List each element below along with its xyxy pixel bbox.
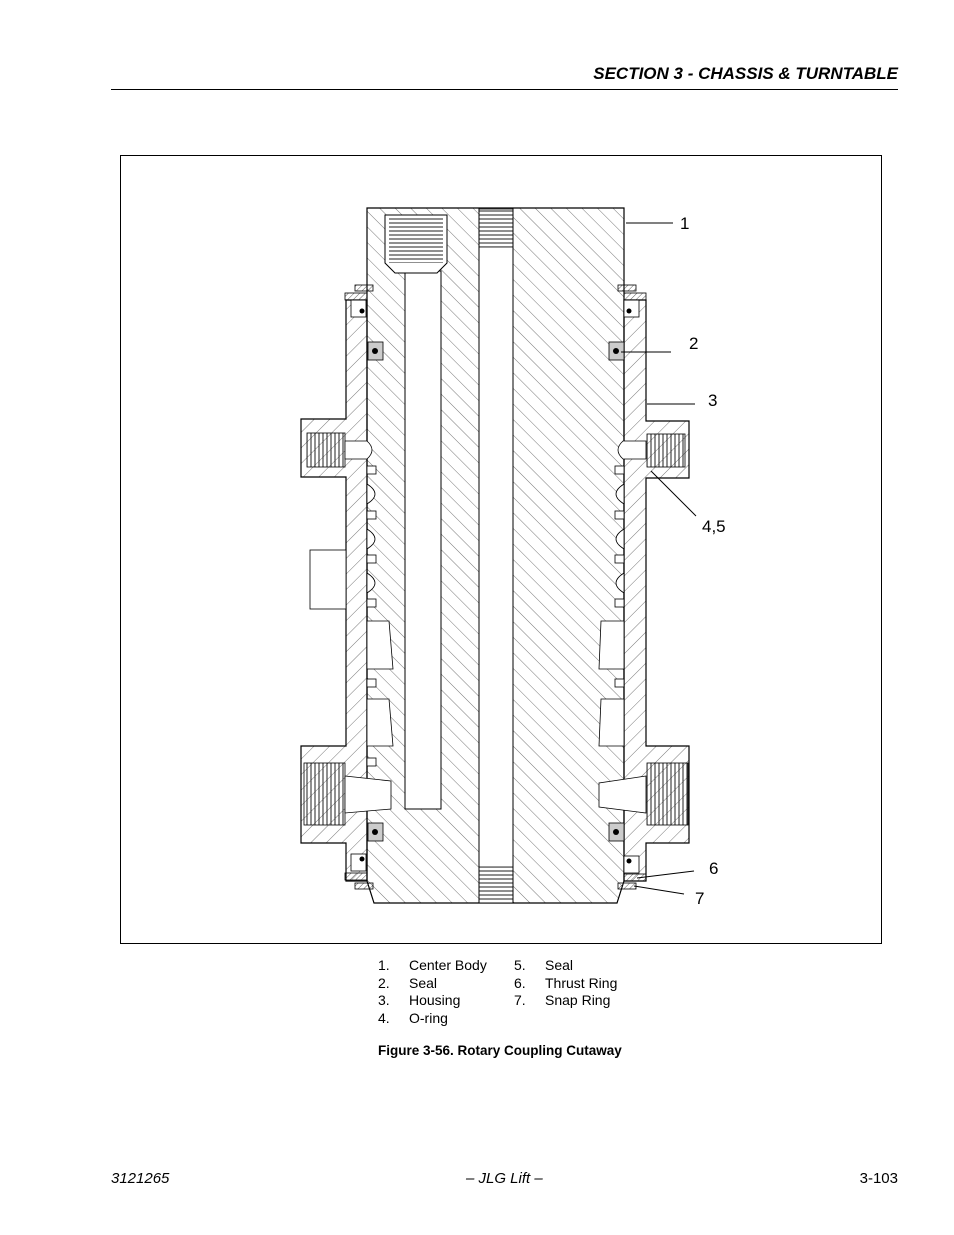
legend-label: Seal — [545, 957, 574, 973]
legend-item: 5. Seal — [514, 957, 617, 975]
callout-6: 6 — [709, 859, 718, 878]
page-number: 3-103 — [859, 1170, 898, 1187]
legend-number: 3. — [378, 992, 390, 1008]
legend-label: Center Body — [409, 957, 487, 973]
legend-label: Seal — [409, 974, 438, 991]
callout-2: 2 — [689, 334, 698, 353]
legend-item: 2. Seal — [378, 975, 487, 993]
legend-column-right: 5. Seal 6. Thrust Ring 7. Snap Ring — [514, 957, 617, 1010]
legend-item: 6. Thrust Ring — [514, 975, 617, 993]
housing-right — [598, 299, 690, 882]
legend-label: Snap Ring — [545, 992, 611, 1008]
legend-item: 3. Housing — [378, 992, 487, 1010]
figure-caption: Figure 3-56. Rotary Coupling Cutaway — [378, 1043, 622, 1058]
center-body — [366, 207, 625, 904]
callout-7: 7 — [695, 889, 704, 908]
o-rings-left — [366, 465, 394, 767]
callout-3: 3 — [708, 391, 717, 410]
legend-number: 4. — [378, 1009, 390, 1026]
doc-number: 3121265 — [111, 1170, 170, 1187]
section-title: SECTION 3 - CHASSIS & TURNTABLE — [593, 64, 898, 83]
legend-number: 5. — [514, 957, 526, 973]
legend-label: Thrust Ring — [545, 974, 618, 991]
seals — [350, 299, 640, 874]
legend-item: 1. Center Body — [378, 957, 487, 975]
figure-frame: 1 2 3 4,5 6 7 — [120, 155, 882, 944]
legend-column-left: 1. Center Body 2. Seal 3. Housing 4. O-ring — [378, 957, 487, 1027]
legend-number: 6. — [514, 974, 526, 991]
footer-publisher: – JLG Lift – — [466, 1170, 543, 1187]
legend-number: 7. — [514, 992, 526, 1008]
legend-label: O-ring — [409, 1009, 448, 1026]
callout-4-5: 4,5 — [702, 517, 726, 536]
rotary-coupling-cutaway-drawing: 1 2 3 4,5 6 7 — [300, 207, 726, 908]
header-rule — [111, 89, 898, 90]
legend-item: 4. O-ring — [378, 1010, 487, 1028]
thrust-and-snap-rings — [344, 284, 647, 890]
legend-label: Housing — [409, 992, 461, 1008]
legend-item: 7. Snap Ring — [514, 992, 617, 1010]
legend-number: 1. — [378, 957, 390, 973]
housing-left — [300, 299, 392, 882]
o-rings-right — [598, 465, 625, 747]
callout-1: 1 — [680, 214, 689, 233]
legend-number: 2. — [378, 974, 390, 991]
leader-lines — [621, 222, 697, 895]
